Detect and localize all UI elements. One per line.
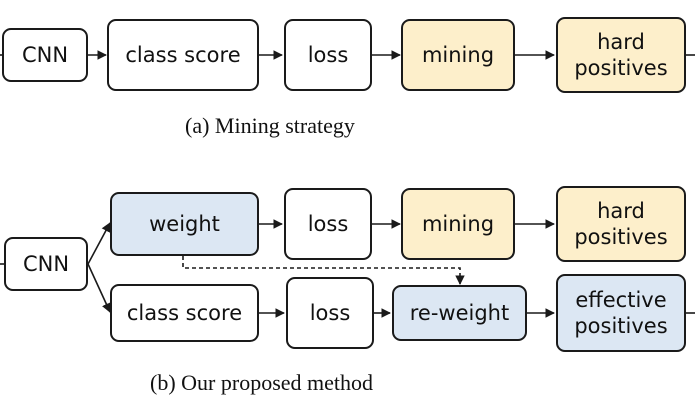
cnn-box-b: CNN	[4, 237, 88, 291]
hard-positives-box-a: hard positives	[556, 17, 686, 93]
hard-positives-box-b: hard positives	[556, 186, 686, 262]
hard-positives-label-b: hard positives	[574, 198, 668, 249]
class-score-box-a: class score	[107, 19, 259, 91]
hard-positives-label-a: hard positives	[574, 29, 668, 80]
mining-box-b: mining	[401, 188, 515, 260]
weight-label: weight	[149, 211, 220, 236]
loss-box-b-bottom: loss	[286, 277, 374, 349]
effective-positives-box: effective positives	[556, 274, 686, 352]
mining-label-b: mining	[421, 211, 495, 236]
dashed-weight-to-reweight	[182, 256, 465, 285]
loss-box-a: loss	[284, 19, 372, 91]
reweight-label: re-weight	[409, 300, 510, 325]
effective-positives-label: effective positives	[574, 287, 668, 338]
class-score-label-a: class score	[125, 42, 241, 67]
caption-b: (b) Our proposed method	[150, 370, 374, 395]
caption-a: (a) Mining strategy	[185, 113, 355, 138]
weight-box: weight	[110, 192, 259, 256]
class-score-label-b: class score	[126, 300, 243, 325]
arrow-b-cnn-to-weight	[87, 222, 111, 265]
loss-box-b-top: loss	[284, 188, 372, 260]
loss-label-a: loss	[307, 42, 349, 67]
class-score-box-b: class score	[110, 284, 259, 342]
cnn-label-a: CNN	[21, 42, 69, 67]
mining-label-a: mining	[421, 42, 495, 67]
mining-box-a: mining	[401, 19, 515, 91]
cnn-label-b: CNN	[22, 251, 70, 276]
reweight-box: re-weight	[392, 285, 527, 341]
cnn-box-a: CNN	[2, 28, 88, 82]
loss-label-b-top: loss	[307, 211, 349, 236]
arrow-b-cnn-to-score	[87, 263, 111, 313]
loss-label-b-bottom: loss	[309, 300, 351, 325]
